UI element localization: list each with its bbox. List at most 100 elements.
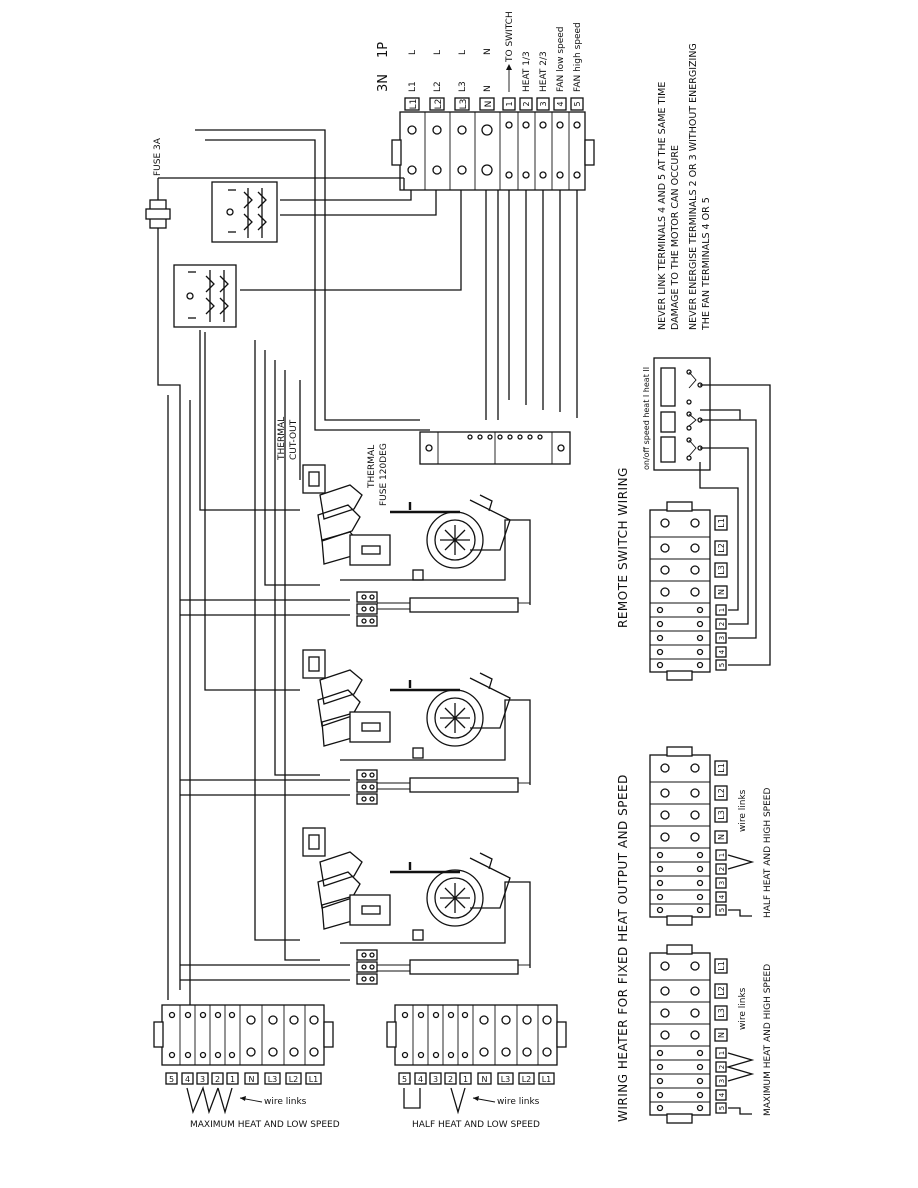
terminal-screws bbox=[407, 121, 581, 179]
thermal-fuse-label-2: FUSE 120DEG bbox=[379, 443, 389, 506]
config3-term-5: 5 bbox=[718, 1106, 726, 1110]
fixed-heat-section-title: WIRING HEATER FOR FIXED HEAT OUTPUT AND … bbox=[616, 774, 630, 1122]
remote-term-L3: L3 bbox=[717, 565, 726, 575]
terminal-label-3: 3 bbox=[539, 101, 548, 106]
config1-term-5: 5 bbox=[169, 1075, 174, 1084]
remote-term-5: 5 bbox=[718, 663, 726, 667]
config1-term-2: 2 bbox=[215, 1075, 220, 1084]
config2-term-L1: L1 bbox=[542, 1075, 552, 1084]
remote-terminal-labels: L1 L2 L3 N 1 2 3 4 5 bbox=[714, 515, 728, 671]
config2-term-4: 4 bbox=[418, 1075, 423, 1084]
remote-term-1: 1 bbox=[718, 608, 726, 612]
config3-term-L1: L1 bbox=[717, 961, 726, 971]
terminal-label-2: 2 bbox=[522, 101, 531, 106]
terminal-label-N: N bbox=[484, 101, 494, 108]
warning-line-2: DAMAGE TO THE MOTOR CAN OCCURE bbox=[670, 145, 681, 330]
config1-term-3: 3 bbox=[200, 1075, 205, 1084]
config3-terminal-labels: L1 L2 L3 N 1 2 3 4 5 bbox=[714, 958, 728, 1114]
terminal-label-L3: L3 bbox=[459, 99, 469, 110]
thermal-labels: THERMAL CUT-OUT THERMAL FUSE 120DEG bbox=[277, 417, 389, 506]
1p-L1: L bbox=[408, 50, 418, 55]
config4-term-4: 4 bbox=[718, 894, 726, 899]
thermal-cutout-label-2: CUT-OUT bbox=[289, 419, 299, 460]
config4-title: HALF HEAT AND HIGH SPEED bbox=[763, 788, 773, 918]
heater-unit-3 bbox=[302, 827, 531, 985]
internal-wiring bbox=[157, 129, 578, 1010]
heater-unit-2 bbox=[302, 649, 531, 805]
config4-term-5: 5 bbox=[718, 908, 726, 912]
remote-switch-wiring bbox=[699, 384, 771, 666]
config4-term-N: N bbox=[717, 834, 726, 840]
config3-term-4: 4 bbox=[718, 1092, 726, 1097]
config3-title: MAXIMUM HEAT AND HIGH SPEED bbox=[763, 964, 773, 1116]
supply-system-columns: 3N 1P L1 L2 L3 N L L L N TO SWITCH HEAT … bbox=[376, 11, 583, 92]
function-fan-low: FAN low speed bbox=[556, 26, 566, 92]
config-half-heat-high-speed: L1 L2 L3 N 1 2 3 4 5 wire links HALF HEA… bbox=[649, 746, 773, 926]
remote-term-L1: L1 bbox=[717, 518, 726, 528]
terminal-label-L2: L2 bbox=[434, 99, 444, 110]
function-to-switch: TO SWITCH bbox=[505, 11, 515, 63]
config-max-heat-low-speed: 5 4 3 2 1 N L3 L2 L1 wire links MAXIMUM … bbox=[153, 1004, 340, 1130]
terminal-labels: L1 L2 L3 N 1 2 3 4 bbox=[404, 97, 584, 111]
config1-term-N: N bbox=[249, 1075, 255, 1084]
remote-term-L2: L2 bbox=[717, 543, 726, 553]
remote-term-4: 4 bbox=[718, 649, 726, 654]
config1-title: MAXIMUM HEAT AND LOW SPEED bbox=[190, 1120, 340, 1130]
remote-term-2: 2 bbox=[718, 622, 726, 626]
config1-term-1: 1 bbox=[230, 1075, 235, 1084]
config2-title: HALF HEAT AND LOW SPEED bbox=[412, 1120, 540, 1130]
config-half-heat-low-speed: 5 4 3 2 1 N L3 L2 L1 wire links HALF HEA… bbox=[386, 1004, 567, 1130]
config4-term-1: 1 bbox=[718, 853, 726, 857]
config4-term-3: 3 bbox=[718, 881, 726, 885]
3n-L1: L1 bbox=[408, 81, 418, 92]
warning-line-1: NEVER LINK TERMINALS 4 AND 5 AT THE SAME… bbox=[657, 82, 668, 330]
system-1p-label: 1P bbox=[376, 42, 391, 58]
terminal-label-4: 4 bbox=[556, 101, 565, 106]
config2-term-5: 5 bbox=[402, 1075, 407, 1084]
config3-term-L3: L3 bbox=[717, 1008, 726, 1018]
function-fan-high: FAN high speed bbox=[573, 22, 583, 92]
config2-term-N: N bbox=[482, 1075, 488, 1084]
config1-terminal-labels: 5 4 3 2 1 N L3 L2 L1 bbox=[165, 1072, 322, 1085]
terminal-label-L1: L1 bbox=[409, 99, 419, 110]
config3-term-1: 1 bbox=[718, 1051, 726, 1055]
config2-terminal-labels: 5 4 3 2 1 N L3 L2 L1 bbox=[398, 1072, 555, 1085]
remote-switch-unit: on/off speed heat I heat II bbox=[642, 357, 711, 471]
config4-term-L1: L1 bbox=[717, 763, 726, 773]
config4-term-2: 2 bbox=[718, 867, 726, 871]
1p-L2: L bbox=[433, 50, 443, 55]
thermal-cutout-label-1: THERMAL bbox=[277, 417, 287, 461]
config2-term-2: 2 bbox=[448, 1075, 453, 1084]
config4-wire-links: wire links bbox=[738, 789, 748, 832]
config1-term-4: 4 bbox=[185, 1075, 190, 1084]
3n-L2: L2 bbox=[433, 81, 443, 92]
fuse-label: FUSE 3A bbox=[153, 137, 163, 176]
warnings: NEVER LINK TERMINALS 4 AND 5 AT THE SAME… bbox=[657, 43, 712, 331]
config3-term-N: N bbox=[717, 1032, 726, 1038]
config4-terminal-labels: L1 L2 L3 N 1 2 3 4 5 bbox=[714, 760, 728, 916]
config2-term-1: 1 bbox=[463, 1075, 468, 1084]
config2-term-L2: L2 bbox=[522, 1075, 532, 1084]
config1-wire-links: wire links bbox=[264, 1097, 307, 1107]
remote-switch-section-title: REMOTE SWITCH WIRING bbox=[616, 467, 630, 628]
config4-term-L2: L2 bbox=[717, 788, 726, 798]
config4-term-L3: L3 bbox=[717, 810, 726, 820]
remote-switch-terminal-block: L1 L2 L3 N 1 2 3 4 5 bbox=[649, 501, 728, 681]
warning-line-4: THE FAN TERMINALS 4 OR 5 bbox=[701, 197, 712, 331]
3n-N: N bbox=[483, 85, 493, 92]
1p-N: N bbox=[483, 48, 493, 55]
config1-term-L3: L3 bbox=[268, 1075, 278, 1084]
config2-wire-links: wire links bbox=[497, 1097, 540, 1107]
main-terminal-block bbox=[391, 111, 595, 191]
function-heat-2-3: HEAT 2/3 bbox=[539, 51, 549, 92]
terminal-label-5: 5 bbox=[573, 101, 582, 106]
relay-2 bbox=[173, 264, 237, 328]
relay-1 bbox=[211, 181, 278, 243]
config3-term-L2: L2 bbox=[717, 986, 726, 996]
switch-connector-strip bbox=[419, 431, 571, 465]
heater-unit-1 bbox=[302, 464, 531, 627]
terminal-label-1: 1 bbox=[505, 101, 514, 106]
3n-L3: L3 bbox=[458, 81, 468, 92]
